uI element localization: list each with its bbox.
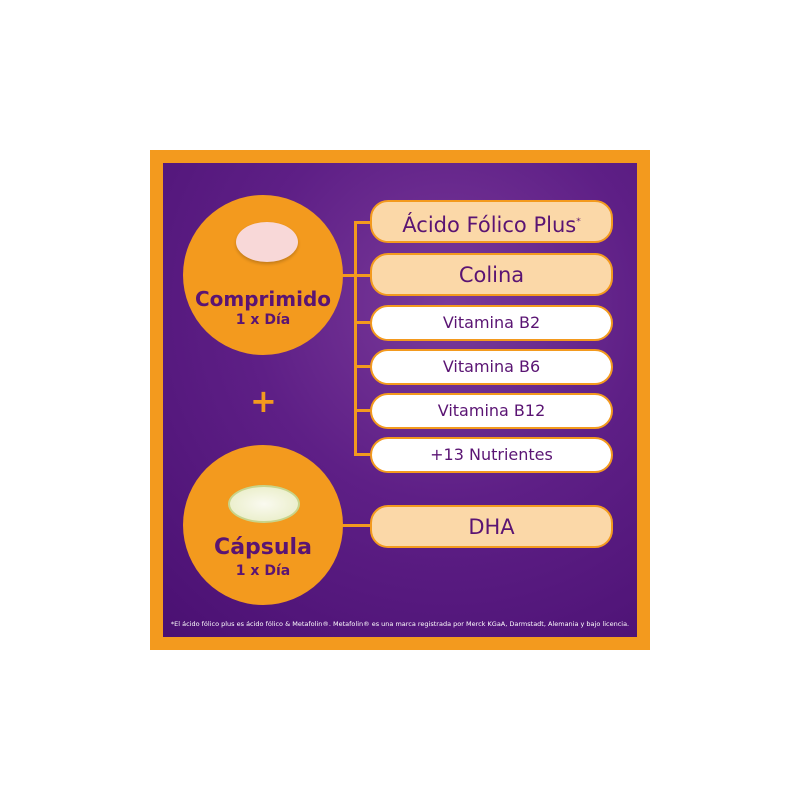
nutrient-b2: Vitamina B2 [370,305,613,341]
capsule-image [228,485,300,523]
tablet-circle: Comprimido 1 x Día [183,195,343,355]
tablet-dose: 1 x Día [235,312,291,328]
nutrient-b6: Vitamina B6 [370,349,613,385]
nutrient-dha: DHA [370,505,613,548]
plus-sign: + [250,382,277,420]
connector [354,221,370,224]
asterisk: * [576,217,581,227]
connector [340,274,355,277]
connector [354,409,370,412]
tablet-image [236,222,298,262]
connector [354,453,370,456]
capsule-dose: 1 x Día [235,563,291,579]
nutrient-folic-acid: Ácido Fólico Plus* [370,200,613,243]
nutrient-b12: Vitamina B12 [370,393,613,429]
connector [354,365,370,368]
connector [340,524,370,527]
tablet-name: Comprimido [194,287,332,311]
nutrient-label: Ácido Fólico Plus [402,213,577,237]
capsule-name: Cápsula [214,535,312,560]
connector [354,274,370,277]
connector [354,321,370,324]
footnote: *El ácido fólico plus es ácido fólico & … [170,620,630,628]
capsule-circle: Cápsula 1 x Día [183,445,343,605]
nutrient-more: +13 Nutrientes [370,437,613,473]
nutrient-choline: Colina [370,253,613,296]
connector [354,221,357,455]
